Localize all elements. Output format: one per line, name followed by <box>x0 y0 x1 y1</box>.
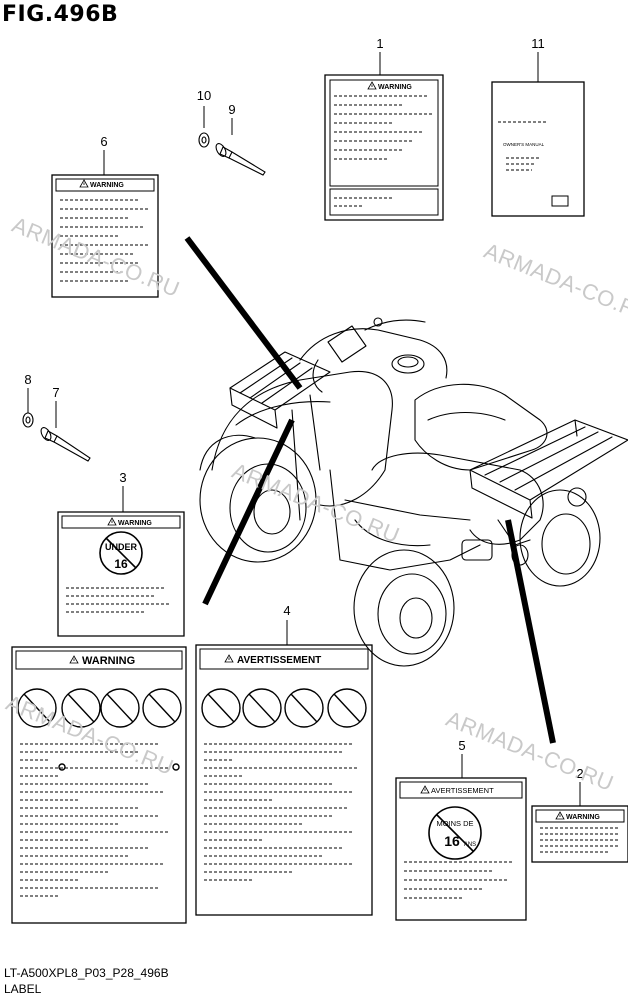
figure-title: FIG.496B <box>2 2 119 27</box>
label-3-warning-text: WARNING <box>118 520 152 527</box>
callout-9: 9 <box>228 102 235 117</box>
moins-de-text: MOINS DE <box>436 819 473 828</box>
callout-6: 6 <box>100 134 107 149</box>
callout-10: 10 <box>197 88 211 103</box>
callout-4: 4 <box>283 603 290 618</box>
under-text: UNDER <box>105 542 138 552</box>
label-big-warning-text: WARNING <box>82 655 135 667</box>
callout-numbers: 1 2 3 4 5 6 7 8 9 10 11 <box>24 36 583 781</box>
callout-1: 1 <box>376 36 383 51</box>
callout-8: 8 <box>24 372 31 387</box>
ans-text: ANS <box>464 842 476 848</box>
washer-8 <box>22 412 34 428</box>
callout-3: 3 <box>119 470 126 485</box>
label-text-lines <box>20 95 620 899</box>
rivet-9 <box>215 143 266 176</box>
footer-label: LABEL <box>4 982 42 996</box>
callout-5: 5 <box>458 738 465 753</box>
label-1-warning-text: WARNING <box>378 84 412 91</box>
footer-code: LT-A500XPL8_P03_P28_496B <box>4 966 169 980</box>
moins-number: 16 <box>444 833 460 849</box>
label-2-warning-text: WARNING <box>566 814 600 821</box>
label-panels <box>11 74 628 924</box>
leader-lines <box>27 52 581 806</box>
label-5-avertissement-text: AVERTISSEMENT <box>431 786 494 795</box>
pointer-bars <box>184 236 556 744</box>
label-texts: WARNING WARNING WARNING WARNING AVERTISS… <box>82 84 600 849</box>
owners-manual-text: OWNER'S MANUAL <box>503 142 545 147</box>
callout-7: 7 <box>52 385 59 400</box>
callout-2: 2 <box>576 766 583 781</box>
label-4-avertissement-text: AVERTISSEMENT <box>237 655 321 666</box>
washer-10 <box>198 132 210 148</box>
atv-illustration <box>199 317 628 667</box>
callout-11: 11 <box>531 36 545 51</box>
under-number: 16 <box>114 557 128 571</box>
hazard-icons <box>17 688 367 771</box>
label-6-warning-text: WARNING <box>90 182 124 189</box>
rivet-7 <box>40 427 91 462</box>
